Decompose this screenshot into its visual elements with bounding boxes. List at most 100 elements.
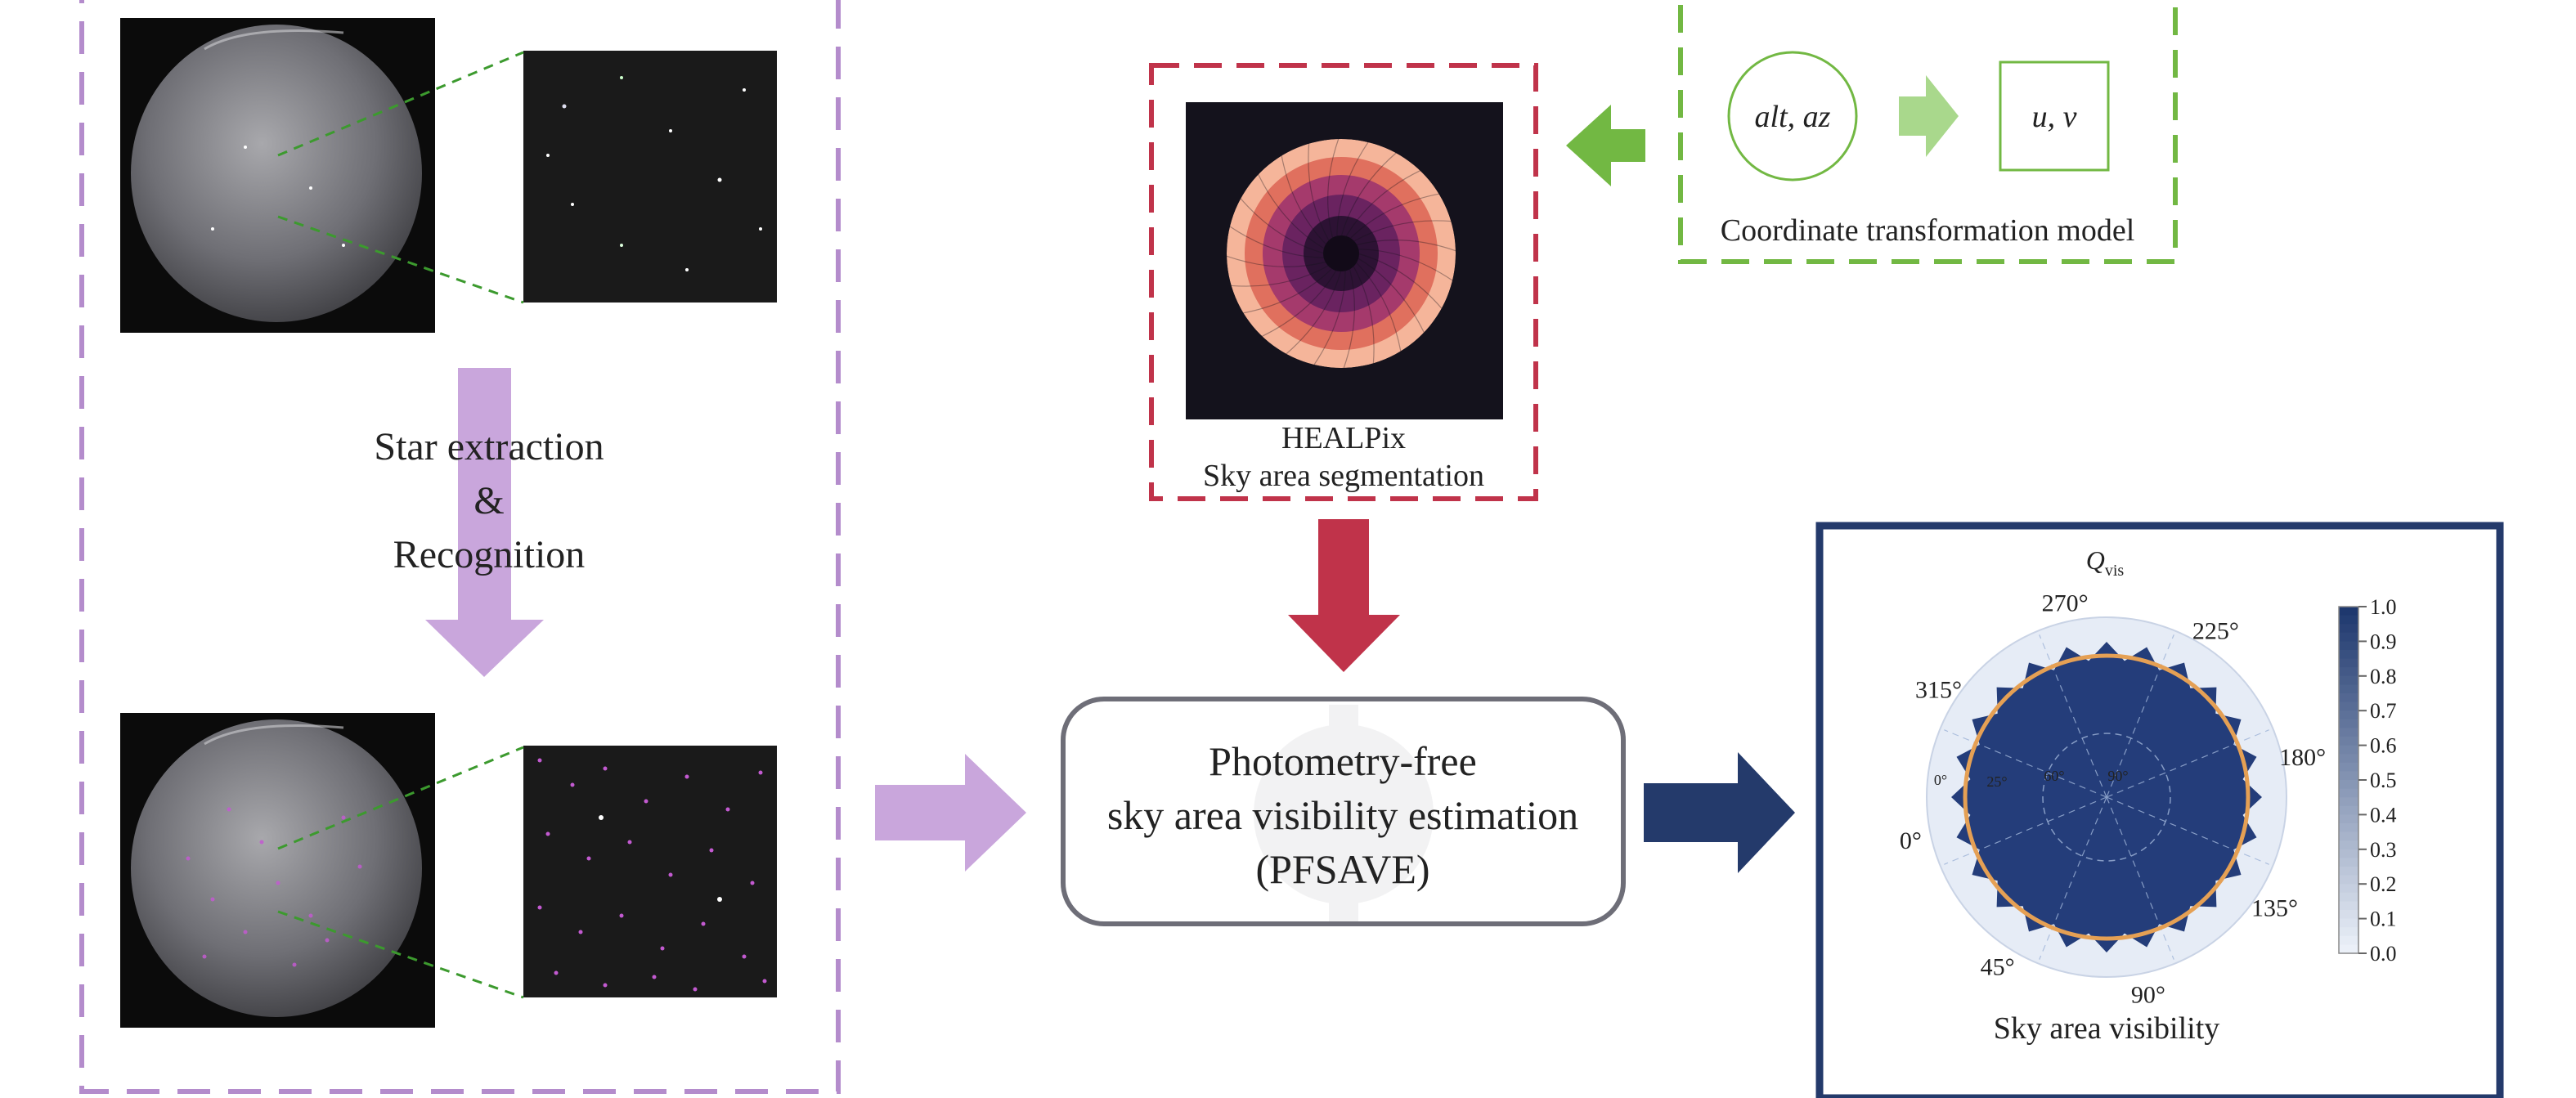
radial-tick-90: 90° (2107, 768, 2128, 784)
extraction-arrow (425, 368, 544, 677)
colorbar-tick-label: 0.4 (2370, 803, 2397, 827)
colorbar-band (2339, 910, 2358, 920)
colorbar-band (2339, 675, 2358, 685)
u-v-label: u, v (2032, 100, 2077, 134)
step-label-line1: Star extraction (374, 425, 604, 468)
colorbar-band (2339, 754, 2358, 764)
polar-gridline (1944, 796, 2107, 865)
u-v-node (1999, 61, 2110, 172)
colorbar-band (2339, 624, 2358, 634)
coord-model-caption: Coordinate transformation model (1721, 213, 2135, 248)
colorbar-band (2339, 935, 2358, 945)
coord-transform-arrow (1899, 75, 1959, 157)
polar-gridline (1944, 729, 2107, 798)
colorbar-band (2339, 641, 2358, 651)
colorbar-band (2339, 927, 2358, 937)
colorbar-band (2339, 944, 2358, 954)
colorbar-band (2339, 632, 2358, 642)
colorbar-band (2339, 710, 2358, 720)
colorbar-tick-label: 0.6 (2370, 734, 2397, 758)
colorbar-band (2339, 875, 2358, 885)
pfsave-line2: sky area visibility estimation (1107, 792, 1578, 838)
colorbar-band (2339, 831, 2358, 841)
colorbar-tick-label: 0.7 (2370, 699, 2397, 723)
colorbar-tick-label: 0.9 (2370, 630, 2397, 653)
colorbar-tick-label: 0.3 (2370, 838, 2397, 862)
pfsave-line1: Photometry-free (1209, 738, 1477, 784)
alt-az-label: alt, az (1755, 100, 1831, 134)
star-zoom-top (523, 51, 777, 303)
colorbar-band (2339, 788, 2358, 798)
healpix-to-pfsave-arrow (1288, 519, 1400, 672)
healpix-map (1227, 139, 1456, 368)
step-label-line3: Recognition (393, 533, 586, 576)
polar-gridline (2106, 634, 2174, 798)
healpix-label-line2: Sky area segmentation (1203, 459, 1484, 493)
colorbar-band (2339, 701, 2358, 711)
colorbar-band (2339, 650, 2358, 660)
healpix-label-line1: HEALPix (1281, 421, 1406, 455)
colorbar: 0.00.10.20.30.40.50.60.70.80.91.0 (2338, 595, 2397, 966)
colorbar-tick-label: 0.8 (2370, 665, 2397, 688)
colorbar-band (2339, 805, 2358, 815)
pfsave-box (1061, 697, 1626, 926)
colorbar-tick-label: 1.0 (2370, 595, 2397, 619)
colorbar-band (2339, 867, 2358, 876)
colorbar-band (2339, 884, 2358, 894)
pfsave-to-visibility-arrow (1644, 752, 1795, 873)
angular-tick-label: 180° (2279, 744, 2326, 771)
star-recognition-panel (79, 0, 841, 1094)
colorbar-band (2339, 615, 2358, 625)
colorbar-band (2339, 719, 2358, 728)
visibility-caption: Sky area visibility (1994, 1011, 2220, 1046)
colorbar-band (2339, 780, 2358, 790)
radial-tick-0: 0° (1934, 772, 1947, 788)
radial-tick-60: 60° (2044, 768, 2064, 784)
chart-title: Qvis (2086, 545, 2125, 580)
angular-tick-label: 225° (2192, 618, 2239, 645)
radial-tick-25: 25° (1986, 773, 2007, 790)
polar-inner-ring (2042, 733, 2171, 862)
healpix-panel (1149, 63, 1538, 501)
colorbar-band (2339, 684, 2358, 694)
horizon-ring (1963, 653, 2251, 941)
polar-chart: 0°45°90°135°180°225°270°315° 0° 25° 60° … (1900, 589, 2326, 1008)
colorbar-band (2339, 840, 2358, 850)
colorbar-band (2339, 607, 2358, 616)
colorbar-band (2339, 762, 2358, 772)
angular-tick-label: 270° (2042, 589, 2089, 616)
alt-az-node (1727, 51, 1858, 182)
polar-gridline (2106, 796, 2174, 960)
angular-tick-label: 45° (1981, 954, 2015, 981)
colorbar-band (2339, 737, 2358, 746)
polar-gridline (2106, 796, 2269, 865)
colorbar-band (2339, 823, 2358, 833)
colorbar-band (2339, 771, 2358, 781)
step-label-line2: & (473, 479, 504, 522)
colorbar-band (2339, 797, 2358, 807)
pfsave-gear-watermark (1254, 705, 1434, 924)
colorbar-tick-label: 0.5 (2370, 769, 2397, 792)
angular-tick-label: 315° (1915, 677, 1962, 704)
polar-gridline (2039, 796, 2107, 960)
colorbar-tick-label: 0.0 (2370, 942, 2397, 966)
fisheye-image-bottom (120, 713, 435, 1028)
colorbar-band (2339, 892, 2358, 902)
colorbar-band (2339, 858, 2358, 867)
coord-to-healpix-arrow (1566, 105, 1645, 186)
pfsave-line3: (PFSAVE) (1255, 846, 1429, 892)
polar-gridline (2106, 729, 2269, 798)
colorbar-band (2339, 728, 2358, 737)
colorbar-band (2339, 745, 2358, 755)
colorbar-band (2339, 849, 2358, 858)
polar-gridline (2039, 634, 2107, 798)
star-zoom-bottom (523, 746, 777, 997)
angular-tick-label: 0° (1900, 827, 1922, 854)
colorbar-band (2339, 814, 2358, 824)
colorbar-tick-label: 0.2 (2370, 872, 2397, 896)
angular-tick-label: 90° (2131, 982, 2165, 1009)
angular-tick-label: 135° (2251, 894, 2298, 921)
colorbar-band (2339, 918, 2358, 928)
fisheye-image-top (120, 18, 435, 333)
